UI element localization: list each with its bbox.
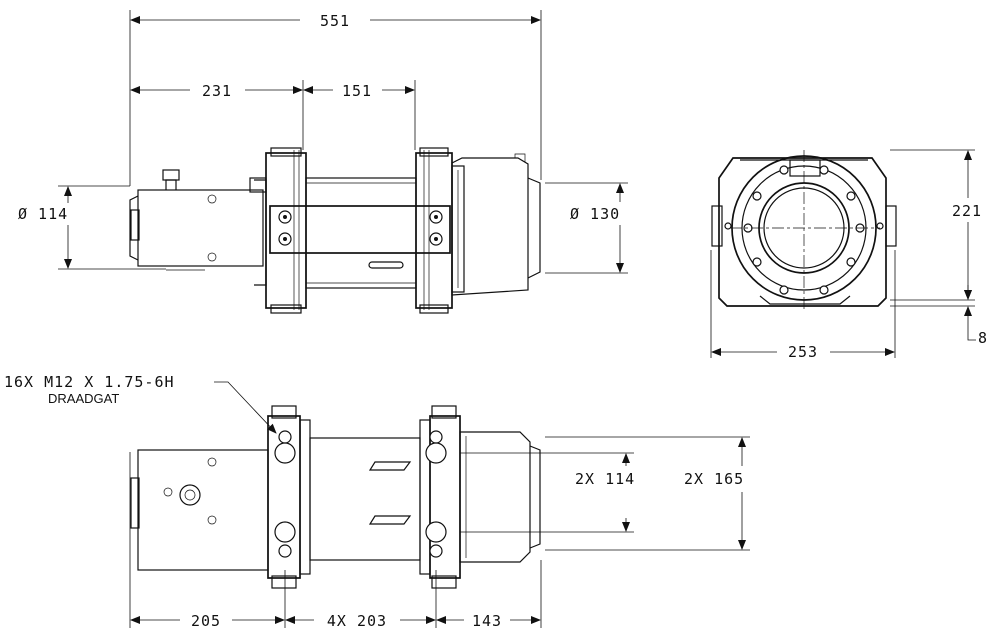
left-flange-top [267,405,311,589]
dim-end-width: 253 [788,343,818,361]
dim-overall-length: 551 [320,12,350,30]
gearbox [451,153,541,296]
right-flange [415,147,453,314]
dim-drum-width: 151 [342,82,372,100]
side-view [129,147,541,314]
left-flange [254,147,307,314]
end-view [711,150,897,310]
motor-body [129,169,267,271]
right-flange-top [419,405,461,589]
dimension-lines [58,10,976,628]
tie-bar [269,205,451,254]
drum-top [309,437,421,561]
dim-bolt-pitch: 4X 203 [327,612,387,630]
dim-bolt-spacing-inner: 2X 114 [575,470,635,488]
dim-end-height: 221 [952,202,982,220]
dimension-labels: 551 231 151 Ø 114 Ø 130 221 8 253 2X 114… [4,12,988,630]
gearbox-top [459,431,541,563]
drum [305,177,417,289]
dim-gear-offset: 143 [472,612,502,630]
dim-bolt-spacing-outer: 2X 165 [684,470,744,488]
thread-label-note: DRAADGAT [48,391,119,406]
dim-motor-diameter: Ø 114 [18,205,68,223]
motor-body-top [130,449,269,571]
dim-gearbox-diameter: Ø 130 [570,205,620,223]
dim-motor-offset: 205 [191,612,221,630]
dim-foot-thickness: 8 [978,329,988,347]
thread-spec-note: 16X M12 X 1.75-6H [4,373,175,391]
dim-motor-to-drum: 231 [202,82,232,100]
top-view [130,405,541,589]
